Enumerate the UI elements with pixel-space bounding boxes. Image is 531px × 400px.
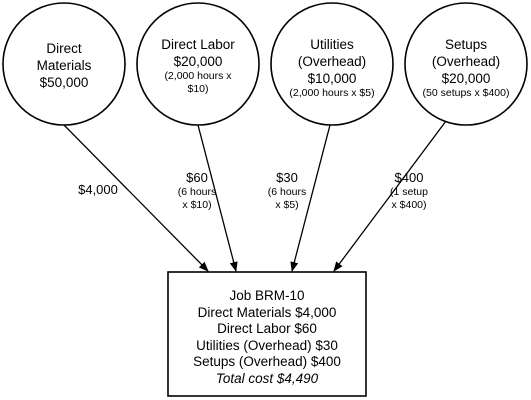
job-setups: Setups (Overhead) $400 — [193, 354, 341, 369]
edge-setups-detail-line-2: x $400) — [391, 199, 427, 211]
arrow-direct-labor — [197, 124, 238, 272]
edge-utilities-detail-line-2: x $5) — [275, 199, 299, 211]
setups-title-line-2: (Overhead) — [431, 54, 501, 69]
job-direct-labor: Direct Labor $60 — [217, 321, 317, 336]
direct-labor-pool: Direct Labor $20,000 (2,000 hours x $10) — [148, 36, 248, 96]
edge-direct-labor-amount: $60 — [186, 170, 208, 185]
edge-direct-labor-detail-line-2: x $10) — [182, 199, 212, 211]
utilities-pool-circle — [270, 2, 394, 126]
setups-title-line-1: Setups — [444, 37, 488, 52]
arrow-utilities — [290, 124, 331, 272]
direct-materials-title-line-1: Direct — [46, 41, 82, 56]
direct-labor-title: Direct Labor — [161, 37, 235, 52]
direct-labor-amount: $20,000 — [173, 54, 223, 69]
job-total-cost: Total cost $4,490 — [215, 370, 319, 386]
arrow-setups — [333, 120, 447, 272]
edge-label-setups: $400 (1 setup x $400) — [382, 170, 436, 212]
arrow-direct-materials — [63, 124, 209, 272]
utilities-pool: Utilities (Overhead) $10,000 (2,000 hour… — [282, 36, 382, 100]
direct-materials-pool: Direct Materials $50,000 — [24, 40, 104, 91]
edge-setups-amount: $400 — [394, 170, 424, 185]
edge-utilities-detail-line-1: (6 hours — [267, 186, 307, 198]
setups-pool: Setups (Overhead) $20,000 (50 setups x $… — [411, 36, 521, 100]
edge-label-direct-labor: $60 (6 hours x $10) — [172, 170, 222, 212]
setups-amount: $20,000 — [441, 71, 491, 86]
edge-label-direct-materials: $4,000 — [68, 182, 128, 198]
setups-pool-circle — [404, 2, 528, 126]
utilities-amount: $10,000 — [307, 71, 357, 86]
direct-materials-title-line-2: Materials — [36, 58, 92, 73]
job-title: Job BRM-10 — [229, 288, 305, 303]
edge-setups-detail-line-1: (1 setup — [390, 186, 428, 198]
direct-labor-detail-line-2: $10) — [187, 83, 209, 95]
job-summary: Job BRM-10 Direct Materials $4,000 Direc… — [168, 272, 366, 396]
utilities-title-line-1: Utilities — [310, 37, 354, 52]
setups-detail: (50 setups x $400) — [422, 87, 510, 99]
job-direct-materials: Direct Materials $4,000 — [197, 304, 337, 320]
edge-utilities-amount: $30 — [276, 170, 298, 185]
edge-label-utilities: $30 (6 hours x $5) — [262, 170, 312, 212]
direct-materials-amount: $50,000 — [39, 75, 89, 90]
utilities-detail: (2,000 hours x $5) — [289, 87, 375, 99]
job-utilities: Utilities (Overhead) $30 — [196, 337, 338, 353]
utilities-title-line-2: (Overhead) — [297, 54, 367, 69]
job-box — [167, 271, 367, 397]
direct-labor-detail-line-1: (2,000 hours x — [164, 70, 232, 82]
edge-direct-labor-detail-line-1: (6 hours — [177, 186, 217, 198]
edge-direct-materials-amount: $4,000 — [78, 182, 118, 197]
